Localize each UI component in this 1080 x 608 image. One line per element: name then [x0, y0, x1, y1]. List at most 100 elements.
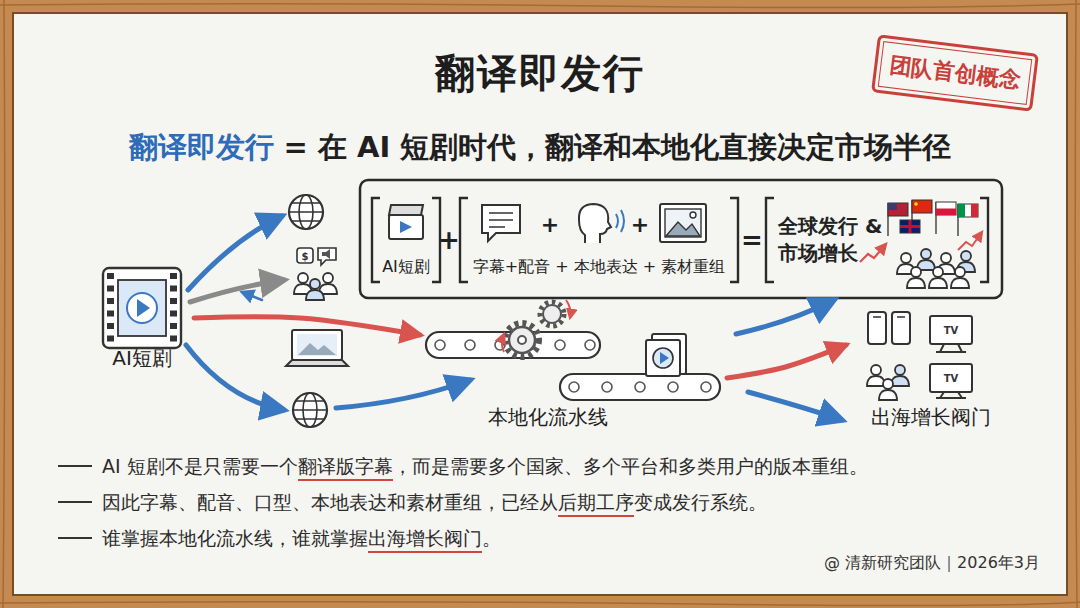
- conveyor-belt: [435, 340, 445, 350]
- channel-icons: [319, 273, 337, 294]
- decor-arrows: [186, 216, 842, 420]
- subtitle-icon: [482, 205, 520, 241]
- bracket-outline: [980, 198, 988, 282]
- flags-and-growth: [958, 204, 978, 217]
- plus-sign: +: [541, 212, 559, 237]
- conveyor-belt: [435, 340, 711, 392]
- equation-result: 全球发行 & 市场增长: [764, 196, 990, 284]
- node-text: 出海增长阀门: [871, 404, 991, 431]
- voice-icon: [579, 204, 624, 243]
- channel-icons: [318, 248, 336, 265]
- decor-arrows: [336, 380, 470, 408]
- flags-and-growth: [888, 203, 897, 210]
- film-strip-icon: [107, 311, 114, 317]
- device-icons: [936, 344, 966, 352]
- conveyor-belt: [569, 382, 579, 392]
- flags-and-growth: [951, 267, 969, 288]
- decor-arrows: [186, 345, 284, 410]
- conveyor-belt: [560, 374, 720, 400]
- conveyor-belt: [465, 340, 475, 350]
- note-text: 谁掌握本地化流水线，谁就掌握: [102, 525, 368, 551]
- clapper-icon: [400, 221, 412, 233]
- pipeline-node: 本地化流水线: [420, 305, 725, 437]
- node-text: 本地化流水线: [488, 404, 608, 431]
- voice-icon: [616, 210, 624, 232]
- conveyor-belt: [701, 382, 711, 392]
- decor-arrows: [188, 216, 282, 290]
- tv-label: TV: [944, 325, 959, 336]
- flags-and-growth: [958, 232, 982, 250]
- device-icons: [936, 392, 966, 398]
- flags-and-growth: [900, 220, 920, 233]
- film-strip-icon: [170, 311, 177, 317]
- film-strip-icon: [103, 268, 181, 348]
- conveyor-belt: [509, 327, 535, 353]
- money-symbol: $: [302, 251, 309, 262]
- concept-stamp: 团队首创概念: [871, 34, 1039, 111]
- channel-icons: [297, 334, 337, 356]
- conveyor-belt: [635, 382, 645, 392]
- clapper-icon: [389, 205, 423, 239]
- node-text: AI短剧: [112, 345, 172, 372]
- channel-icons: [293, 393, 327, 427]
- channel-icons: [289, 195, 323, 229]
- flow-arrow: [727, 345, 846, 378]
- note-row: 因此字幕、配音、口型、本地表达和素材重组，已经从后期工序变成发行系统。: [102, 489, 767, 517]
- note-emphasis: 翻译版字幕: [298, 453, 393, 481]
- node-text: 全球发行 & 市场增长: [778, 213, 890, 267]
- conveyor-belt: [653, 348, 673, 368]
- bracket-outline: [730, 198, 738, 282]
- channel-icons: [322, 249, 330, 259]
- channel-icons: [298, 343, 336, 355]
- clapper-icon: [389, 205, 423, 215]
- source-icon: AI短剧: [92, 262, 192, 378]
- flags-and-growth: [917, 249, 935, 270]
- plus-sign: +: [438, 225, 460, 255]
- channel-icons: [292, 330, 342, 360]
- flags-and-growth: [907, 267, 925, 288]
- equation-frame: [360, 180, 1002, 298]
- flags-and-growth: [860, 200, 982, 288]
- subtitle: = 在 AI 短剧时代，翻译和本地化直接决定市场半径: [284, 127, 952, 167]
- flow-arrow: [194, 317, 420, 335]
- conveyor-belt: [505, 323, 539, 357]
- bracket-outline: [372, 198, 380, 282]
- film-strip-icon: [170, 286, 177, 292]
- node-text: 字幕+配音 + 本地表达 + 素材重组: [473, 257, 726, 278]
- conveyor-belt: [668, 382, 678, 392]
- decor-arrows: [190, 280, 284, 302]
- flags-and-growth: [900, 220, 920, 233]
- conveyor-belt: [502, 334, 504, 352]
- bracket-outline: [766, 198, 774, 282]
- film-strip-icon: [107, 336, 114, 342]
- note-text: AI 短剧不是只需要一个: [102, 453, 298, 479]
- film-strip-icon: [107, 273, 114, 279]
- note-emphasis: 出海增长阀门: [368, 525, 482, 553]
- device-icons: [930, 364, 972, 392]
- film-strip-icon: [103, 268, 181, 348]
- decor-arrows: [748, 392, 842, 420]
- image-icon: [666, 222, 700, 236]
- note-row: 谁掌握本地化流水线，谁就掌握出海增长阀门。: [102, 525, 501, 553]
- film-strip-icon: [107, 286, 114, 292]
- film-strip-icon: [137, 299, 150, 317]
- equation-frame: [360, 180, 1002, 298]
- device-icons: [879, 379, 897, 400]
- tv-label: TV: [944, 373, 959, 384]
- note-row: AI 短剧不是只需要一个翻译版字幕，而是需要多个国家、多个平台和多类用户的版本重…: [102, 453, 868, 481]
- conveyor-belt: [540, 302, 564, 326]
- flags-and-growth: [914, 202, 918, 206]
- conveyor-belt: [518, 336, 526, 344]
- subtitle-key: 翻译即发行: [129, 127, 274, 167]
- decor-arrows: [736, 300, 834, 334]
- flags-and-growth: [860, 244, 886, 262]
- film-strip-icon: [107, 323, 114, 329]
- conveyor-belt: [426, 300, 720, 400]
- node-text: AI短剧: [382, 257, 430, 278]
- equation-term: 字幕+配音 + 本地表达 + 素材重组: [458, 196, 740, 284]
- flags-and-growth: [888, 203, 908, 216]
